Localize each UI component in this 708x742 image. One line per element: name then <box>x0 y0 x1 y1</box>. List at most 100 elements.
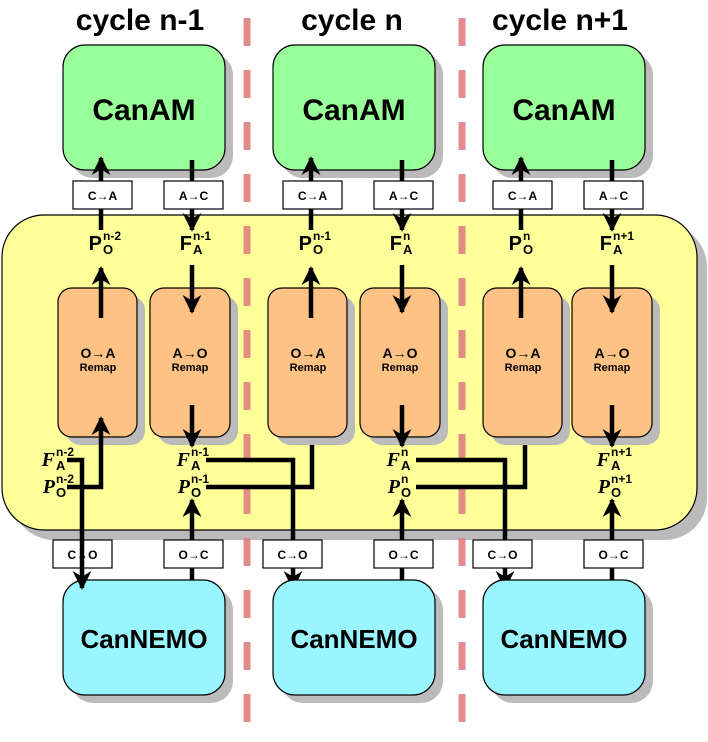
c2a-box: C→A <box>492 180 553 210</box>
remap-right-box <box>571 287 660 445</box>
a2c-box-body <box>583 180 644 210</box>
remap-right-title: A→O <box>595 345 630 361</box>
canam-box-body <box>482 44 646 171</box>
remap-left-sub: Remap <box>505 362 542 374</box>
o2c-box-body <box>373 539 434 569</box>
f-bottom-label-sub: A <box>401 458 411 473</box>
o2c-box-label: O→C <box>599 548 629 562</box>
p-top-label-sub: O <box>523 242 533 257</box>
p-top-label-sup: n-2 <box>103 229 121 243</box>
p-bottom-label-sub: O <box>191 485 201 500</box>
canam-box <box>62 44 233 178</box>
cannemo-label: CanNEMO <box>80 624 207 654</box>
o2c-box: O→C <box>373 539 434 569</box>
o2c-box-body <box>583 539 644 569</box>
cannemo-box-body <box>272 579 436 696</box>
remap-right-sub: Remap <box>594 362 631 374</box>
cannemo-box <box>272 579 443 703</box>
remap-left-box <box>57 287 145 445</box>
c2a-box-label: C→A <box>88 189 118 203</box>
f-bottom-label-sup: n-1 <box>191 445 209 459</box>
remap-right-sub: Remap <box>172 362 209 374</box>
canam-box <box>482 44 653 178</box>
p-top-label-sub: O <box>313 242 323 257</box>
f-top-label-sub: A <box>193 242 203 257</box>
cannemo-label: CanNEMO <box>290 624 417 654</box>
p-top-label-base: P <box>509 233 522 255</box>
c2a-box: C→A <box>72 180 133 210</box>
o2c-box-body <box>163 539 224 569</box>
wire-f-initial-to-cannemo <box>67 457 92 590</box>
f-top-label-sup: n-1 <box>193 229 211 243</box>
f-bottom-label-base: F <box>386 449 401 471</box>
o2c-box-label: O→C <box>179 548 209 562</box>
remap-left-title: O→A <box>506 345 541 361</box>
c2a-box-label: C→A <box>298 189 328 203</box>
wire-p-initial-to-remap <box>67 416 111 490</box>
f-bottom-label-base: F <box>596 449 611 471</box>
p-bottom-label-sup: n-1 <box>191 472 209 486</box>
canam-label: CanAM <box>302 94 405 127</box>
a2c-box-label: A→C <box>599 189 629 203</box>
f-top-label-sub: A <box>613 242 623 257</box>
cycle-title: cycle n+1 <box>492 4 628 37</box>
remap-left-title: O→A <box>291 345 326 361</box>
a2c-box-label: A→C <box>389 189 419 203</box>
canam-label: CanAM <box>512 94 615 127</box>
c2o-box-label: C→O <box>278 548 308 562</box>
cannemo-box-body <box>62 579 226 696</box>
c2o-box: C→O <box>262 539 323 569</box>
f-bottom-label-sup: n <box>401 445 408 459</box>
a2c-box: A→C <box>163 180 224 210</box>
a2c-box-body <box>373 180 434 210</box>
f-bottom-label-sub: A <box>191 458 201 473</box>
remap-left-box <box>482 287 570 445</box>
a2c-box: A→C <box>373 180 434 210</box>
f-top-label-sub: A <box>403 242 413 257</box>
cannemo-box <box>482 579 653 703</box>
p-bottom-label-sub: O <box>401 485 411 500</box>
canam-box-body <box>62 44 226 171</box>
p-bottom-label-sup: n+1 <box>611 472 632 486</box>
p-bottom-label-base: P <box>177 476 191 498</box>
c2a-box-body <box>282 180 343 210</box>
cycle-title: cycle n <box>301 4 403 37</box>
remap-left-sub: Remap <box>80 362 117 374</box>
f-bottom-label-sup: n+1 <box>611 445 632 459</box>
p-top-label-base: P <box>89 233 102 255</box>
p-bottom-label-sub: O <box>611 485 621 500</box>
p-top-label-sup: n-1 <box>313 229 331 243</box>
o2c-box-label: O→C <box>389 548 419 562</box>
a2c-box: A→C <box>583 180 644 210</box>
p-bottom-label-sup: n <box>401 472 408 486</box>
o2c-box: O→C <box>163 539 224 569</box>
a2c-box-label: A→C <box>179 189 209 203</box>
p-top-label-sup: n <box>523 229 530 243</box>
o2c-box: O→C <box>583 539 644 569</box>
remap-left-title: O→A <box>81 345 116 361</box>
f-initial-label-base: F <box>41 449 56 471</box>
f-top-label-base: F <box>390 233 402 255</box>
f-top-label-sup: n+1 <box>613 229 634 243</box>
remap-right-title: A→O <box>383 345 418 361</box>
p-initial-label-base: P <box>42 476 56 498</box>
remap-right-box <box>359 287 448 445</box>
cannemo-box-body <box>482 579 646 696</box>
c2a-box: C→A <box>282 180 343 210</box>
p-top-label-base: P <box>299 233 312 255</box>
p-bottom-label-base: P <box>597 476 611 498</box>
p-top-label-sub: O <box>103 242 113 257</box>
